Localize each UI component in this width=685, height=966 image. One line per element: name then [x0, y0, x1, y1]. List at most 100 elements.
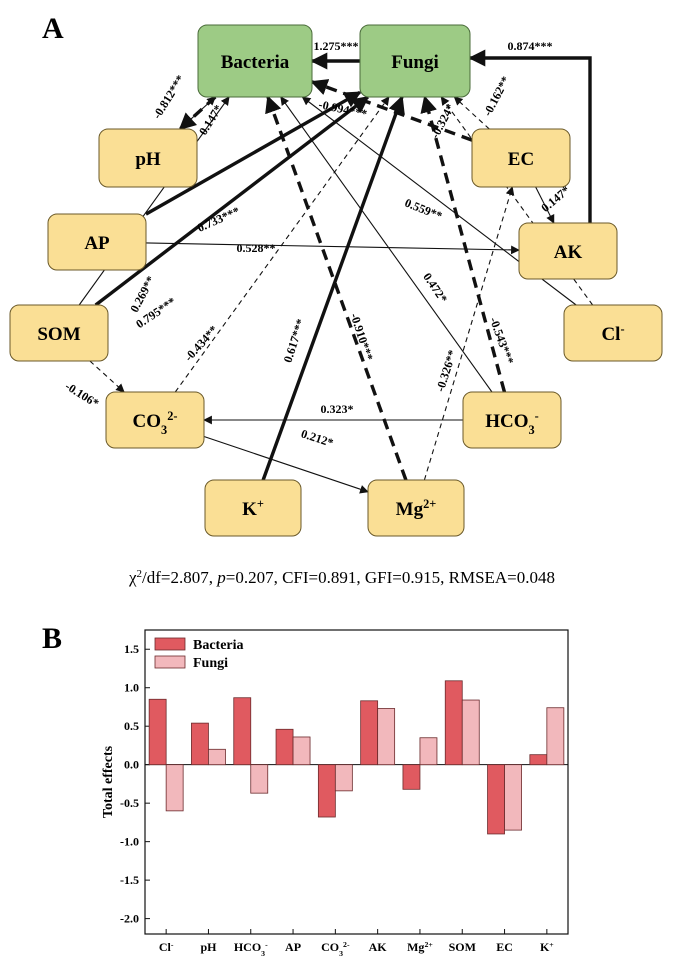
- node-label: AP: [84, 233, 110, 254]
- path-hco3-to-bacteria: [280, 96, 493, 393]
- sem-nodes: Bacteria Fungi pH EC AP AK SOM Cl- CO32- HCO3- K+ M…: [9, 24, 663, 537]
- path-coefficient: 0.212*: [299, 426, 335, 450]
- bar-fungi: [334, 764, 353, 792]
- path-coefficient: 0.528**: [237, 241, 276, 255]
- panel-a-letter: A: [42, 12, 64, 45]
- node-co3: CO32-: [105, 391, 205, 449]
- bar-fungi: [504, 764, 522, 831]
- path-coefficient: 0.874***: [508, 39, 553, 53]
- path-som-to-fungi: [94, 95, 370, 307]
- bar-bacteria: [275, 728, 294, 766]
- path-coefficient: 0.147*: [538, 183, 572, 215]
- path-k-to-fungi: [261, 95, 405, 481]
- node-cl: Cl-: [563, 304, 663, 362]
- node-label: K+: [242, 497, 264, 520]
- path-ph-to-bacteria: [179, 96, 216, 130]
- y-tick-label: 1.0: [124, 681, 139, 695]
- path-coefficient: 0.733***: [195, 204, 242, 235]
- path-ec-to-fungi: [453, 96, 490, 130]
- x-tick-label: AK: [369, 940, 388, 954]
- path-coefficient: -0.106*: [63, 379, 102, 410]
- plot-frame: [144, 629, 569, 935]
- path-ak-to-fungi: [468, 49, 592, 223]
- bar-bacteria: [487, 764, 505, 835]
- bar-fungi: [250, 764, 269, 794]
- path-ap-to-ak: [145, 242, 520, 255]
- x-tick-label: K+: [540, 940, 554, 955]
- path-coefficient: -0.910***: [348, 311, 376, 362]
- path-ap-to-fungi: [145, 90, 362, 216]
- x-tick-label: Cl-: [159, 940, 174, 955]
- model-fit-statistics: χ2/df=2.807, p=0.207, CFI=0.891, GFI=0.9…: [128, 568, 555, 587]
- node-mg: Mg2+: [367, 479, 465, 537]
- chart-bars: [148, 680, 565, 835]
- path-coefficient: 0.472*: [420, 270, 450, 305]
- node-fungi: Fungi: [359, 24, 471, 98]
- path-coefficient: 0.323*: [321, 402, 354, 416]
- bar-bacteria: [360, 700, 379, 766]
- bar-fungi: [208, 748, 226, 766]
- bar-bacteria: [191, 722, 209, 766]
- bar-bacteria: [148, 698, 167, 766]
- bar-bacteria: [444, 680, 463, 766]
- legend-swatch-fungi: [154, 655, 186, 669]
- y-tick-label: 0.5: [124, 719, 139, 733]
- x-tick-label: EC: [496, 940, 513, 954]
- node-k: K+: [204, 479, 302, 537]
- node-label: HCO3-: [485, 409, 539, 437]
- bar-fungi: [292, 736, 311, 766]
- node-ec: EC: [471, 128, 571, 188]
- sem-diagram: A Bacteria Fungi pH EC AP AK SOM Cl- CO32- HCO3- K…: [9, 12, 663, 587]
- node-som: SOM: [9, 304, 109, 362]
- y-tick-label: -1.5: [120, 873, 139, 887]
- path-ec-to-ak: [535, 186, 555, 224]
- legend-swatch-bacteria: [154, 637, 186, 651]
- path-cl-to-fungi: [440, 96, 594, 306]
- path-coefficient: -0.326**: [433, 348, 460, 393]
- bar-fungi: [165, 764, 184, 812]
- node-label: Cl-: [601, 322, 624, 345]
- path-coefficient: 1.275***: [314, 39, 359, 53]
- node-label: pH: [135, 149, 161, 170]
- node-ph: pH: [98, 128, 198, 188]
- path-ec-to-bacteria: [310, 79, 473, 142]
- legend-label-bacteria: Bacteria: [193, 638, 244, 653]
- path-hco3-to-fungi: [420, 95, 507, 393]
- bar-fungi: [546, 707, 565, 766]
- x-tick-label: HCO3-: [234, 940, 268, 958]
- path-mg-to-ec: [423, 186, 515, 481]
- bar-bacteria: [402, 764, 421, 790]
- y-tick-label: -1.0: [120, 835, 139, 849]
- x-tick-label: Mg2+: [407, 940, 433, 955]
- bar-fungi: [461, 699, 480, 766]
- node-ak: AK: [518, 222, 618, 280]
- node-label: CO32-: [133, 409, 178, 437]
- bar-bacteria: [529, 754, 548, 766]
- node-label: EC: [508, 149, 534, 170]
- bar-bacteria: [233, 697, 252, 766]
- x-tick-label: AP: [285, 940, 301, 954]
- y-tick-label: 1.5: [124, 642, 139, 656]
- path-mg-to-bacteria: [265, 95, 408, 481]
- path-coefficient: 0.147*: [196, 102, 225, 137]
- node-label: Mg2+: [396, 497, 437, 520]
- node-label: AK: [554, 242, 583, 263]
- y-tick-label: -0.5: [120, 796, 139, 810]
- node-label: Bacteria: [221, 52, 290, 73]
- panel-b-letter: B: [42, 622, 62, 655]
- x-tick-label: pH: [200, 940, 217, 954]
- path-coefficient: -0.543***: [487, 315, 517, 366]
- node-bacteria: Bacteria: [197, 24, 313, 98]
- y-axis-label: Total effects: [101, 745, 116, 818]
- path-co3-to-mg: [203, 435, 369, 494]
- path-coefficient: 0.617***: [281, 317, 308, 364]
- sem-paths: [78, 49, 594, 494]
- node-label: SOM: [37, 324, 80, 345]
- path-som-to-co3: [89, 360, 125, 393]
- bar-bacteria: [317, 764, 336, 818]
- path-coefficient: -0.812***: [150, 72, 188, 121]
- path-coefficient: -0.434**: [181, 323, 220, 364]
